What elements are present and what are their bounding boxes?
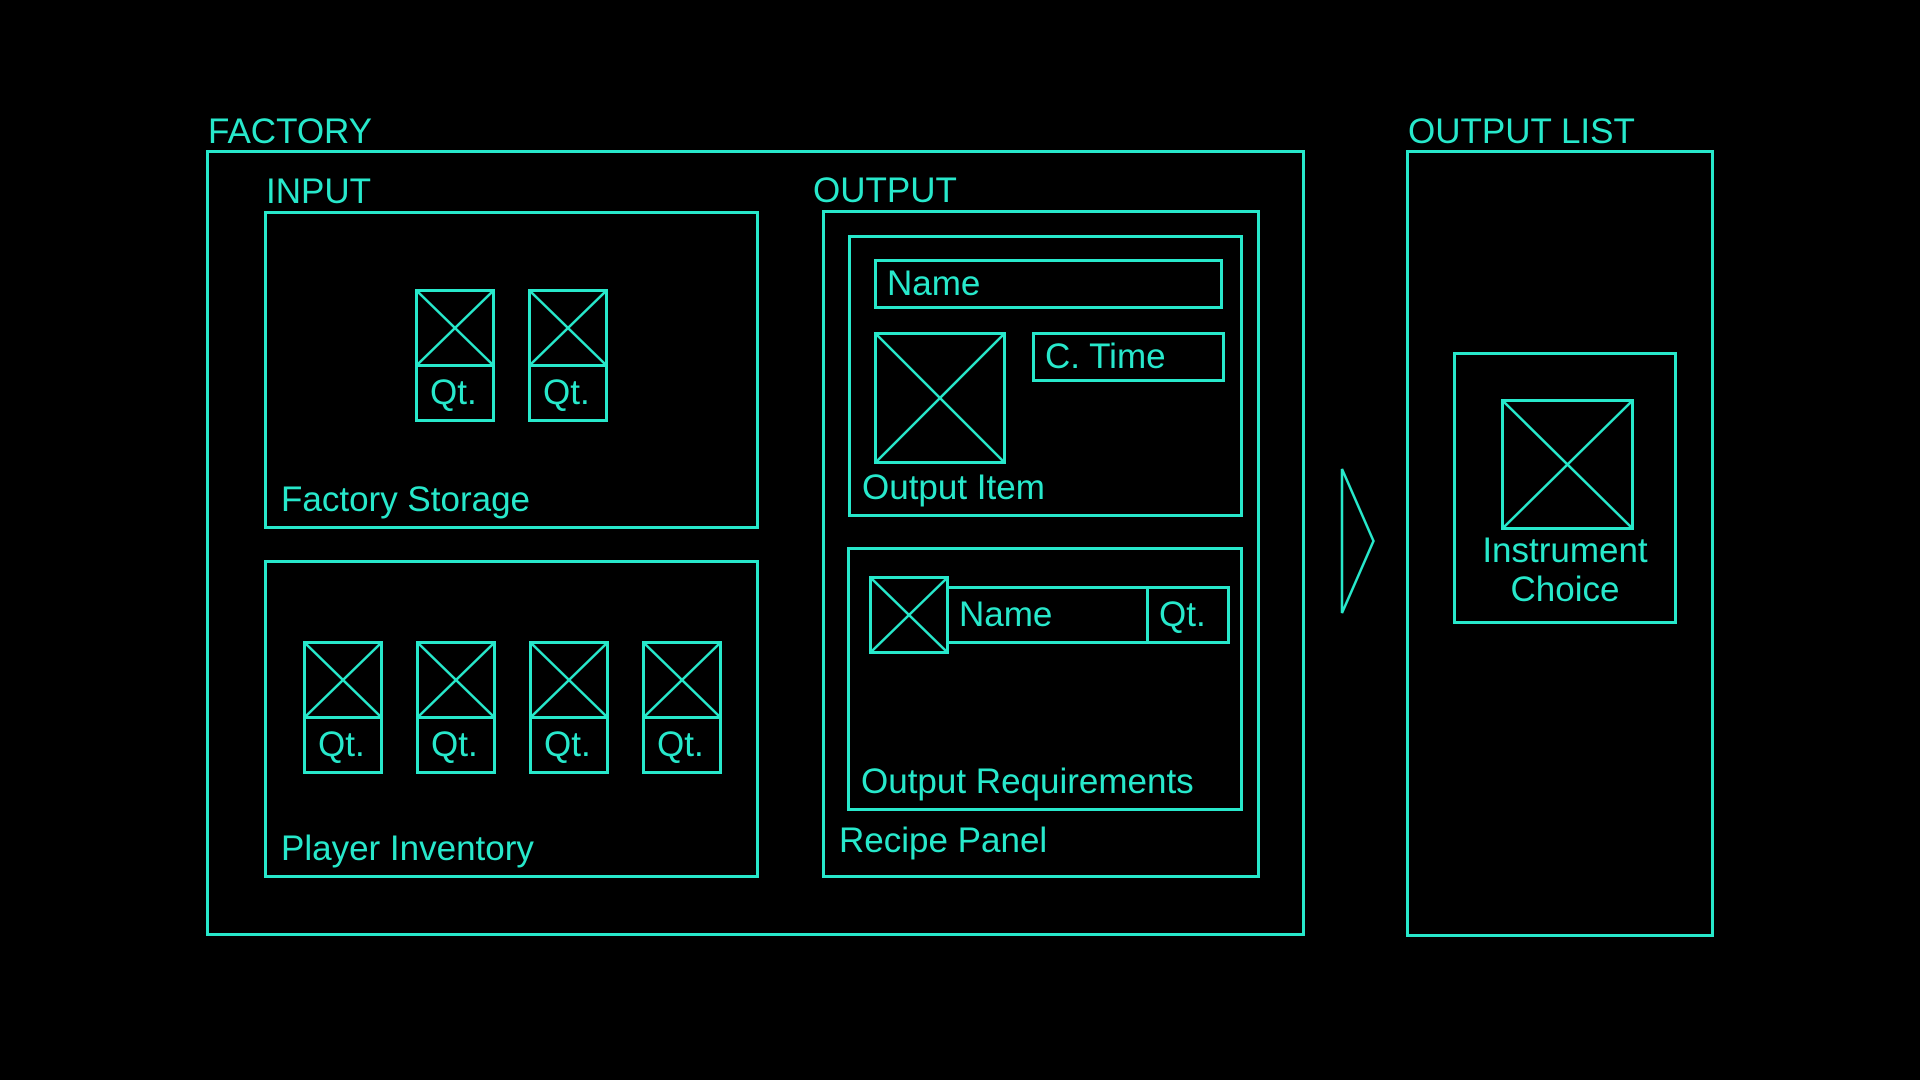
output-requirements-label: Output Requirements — [861, 762, 1194, 801]
x-placeholder-icon — [418, 292, 492, 364]
factory-storage-panel: Qt. Qt. Factory Storage — [264, 211, 759, 529]
x-placeholder-icon — [532, 644, 606, 716]
requirement-image-placeholder — [869, 576, 949, 654]
inventory-slot: Qt. — [529, 641, 609, 774]
item-image-placeholder — [529, 641, 609, 719]
inventory-slot: Qt. — [303, 641, 383, 774]
x-placeholder-icon — [872, 579, 946, 651]
requirement-qty-field: Qt. — [1146, 586, 1230, 644]
x-placeholder-icon — [419, 644, 493, 716]
quantity-box: Qt. — [529, 716, 609, 774]
flow-arrow-icon — [1340, 468, 1375, 614]
output-list-title: OUTPUT LIST — [1408, 112, 1635, 151]
item-image-placeholder — [642, 641, 722, 719]
output-item-image-placeholder — [874, 332, 1006, 464]
storage-slot: Qt. — [528, 289, 608, 422]
player-inventory-panel: Qt. Qt. Qt. Qt. Player Inventory — [264, 560, 759, 878]
quantity-box: Qt. — [416, 716, 496, 774]
quantity-box: Qt. — [642, 716, 722, 774]
x-placeholder-icon — [1504, 402, 1631, 527]
output-item-name-field: Name — [874, 259, 1223, 309]
inventory-slot: Qt. — [642, 641, 722, 774]
output-item-panel: Name C. Time Output Item — [848, 235, 1243, 517]
storage-slot: Qt. — [415, 289, 495, 422]
instrument-choice-image-placeholder — [1501, 399, 1634, 530]
output-item-label: Output Item — [862, 468, 1045, 507]
quantity-box: Qt. — [528, 364, 608, 422]
item-image-placeholder — [416, 641, 496, 719]
x-placeholder-icon — [306, 644, 380, 716]
output-title: OUTPUT — [813, 171, 957, 210]
item-image-placeholder — [415, 289, 495, 367]
inventory-slot: Qt. — [416, 641, 496, 774]
output-requirements-panel: Name Qt. Output Requirements — [847, 547, 1243, 811]
input-title: INPUT — [266, 172, 371, 211]
requirement-name-field: Name — [946, 586, 1149, 644]
x-placeholder-icon — [877, 335, 1003, 461]
factory-storage-label: Factory Storage — [281, 480, 530, 519]
recipe-panel: Name C. Time Output Item Name Qt. Output… — [822, 210, 1260, 878]
x-placeholder-icon — [531, 292, 605, 364]
factory-panel: INPUT Qt. Qt. Factory Storage — [206, 150, 1305, 936]
instrument-choice-panel: Instrument Choice — [1453, 352, 1677, 624]
instrument-choice-label: Instrument Choice — [1482, 531, 1648, 609]
output-list-panel: Instrument Choice — [1406, 150, 1714, 937]
quantity-box: Qt. — [415, 364, 495, 422]
player-inventory-label: Player Inventory — [281, 829, 534, 868]
quantity-box: Qt. — [303, 716, 383, 774]
crafting-time-field: C. Time — [1032, 332, 1225, 382]
factory-title: FACTORY — [208, 112, 373, 151]
item-image-placeholder — [303, 641, 383, 719]
x-placeholder-icon — [645, 644, 719, 716]
item-image-placeholder — [528, 289, 608, 367]
recipe-panel-label: Recipe Panel — [839, 821, 1048, 860]
